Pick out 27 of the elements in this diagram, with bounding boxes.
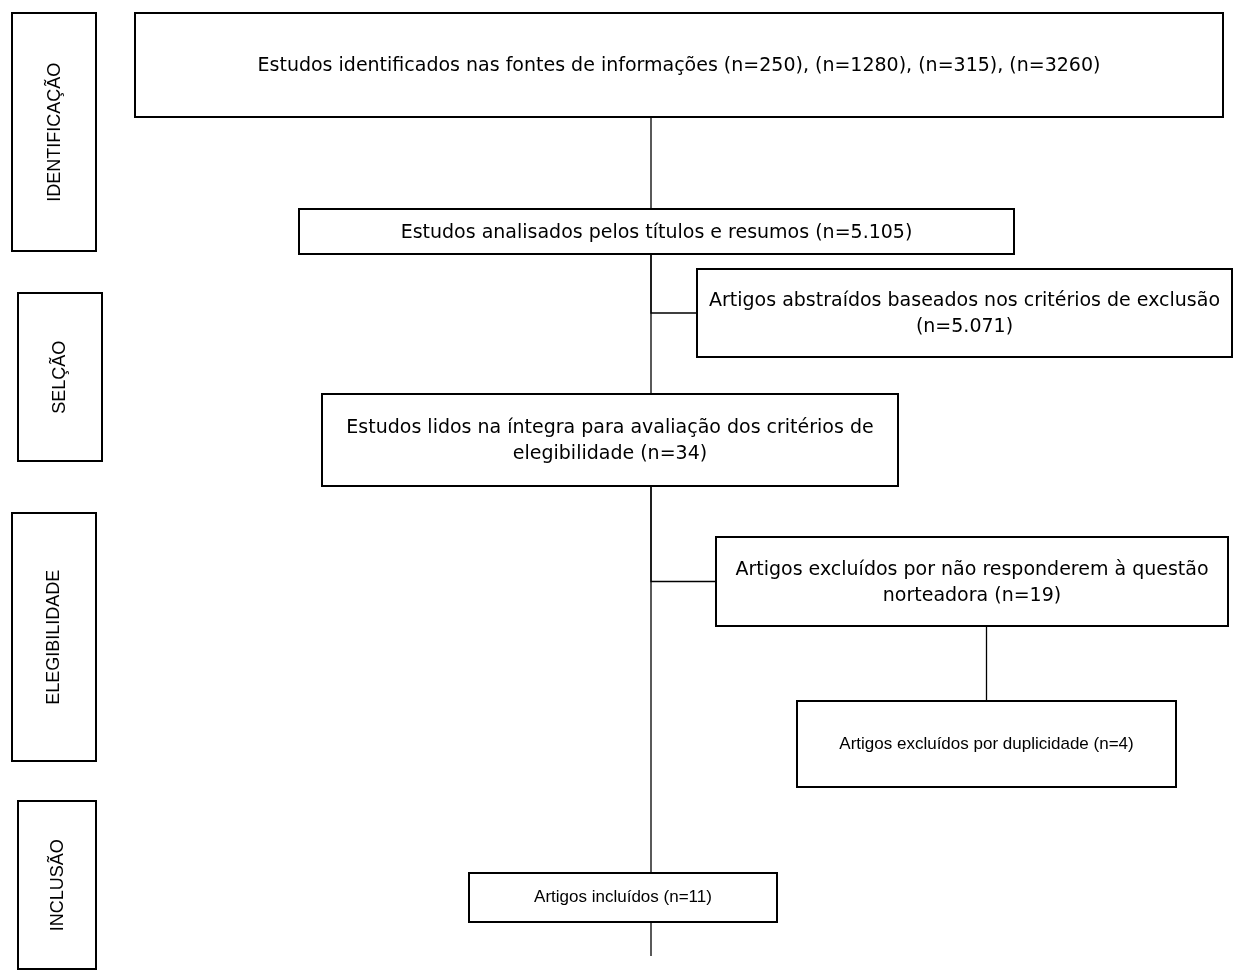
process-box (796, 700, 1177, 788)
process-box (134, 12, 1224, 118)
process-box (321, 393, 899, 487)
process-box (298, 208, 1015, 255)
phase-label: IDENTIFICAÇÃO (42, 62, 65, 202)
box-text: Artigos abstraídos baseados nos critérios de exclusão (n=5.071) (708, 287, 1221, 338)
phase-label-box (11, 12, 97, 252)
connector-line (650, 486, 716, 583)
box-text: Artigos excluídos por não responderem à questão norteadora (n=19) (734, 555, 1210, 607)
phase-label: ELEGIBILIDADE (42, 569, 65, 705)
connector-line (650, 254, 697, 314)
phase-label: INCLUSÃO (45, 839, 68, 931)
connector-line (985, 626, 988, 701)
process-box (715, 536, 1229, 627)
box-text: Artigos excluídos por duplicidade (n=4) (839, 732, 1134, 755)
box-text: Estudos lidos na íntegra para avaliação dos critérios de elegibilidade (n=34) (345, 414, 875, 465)
phase-label: SELÇÃO (48, 340, 71, 414)
phase-label-box (11, 512, 97, 762)
box-text: Artigos incluídos (n=11) (534, 886, 712, 909)
process-box (696, 268, 1233, 358)
box-text: Estudos analisados pelos títulos e resumos (n=5.105) (400, 218, 913, 244)
process-box (468, 872, 778, 923)
connector-line (650, 922, 652, 957)
connector-line (650, 117, 652, 209)
box-text: Estudos identificados nas fontes de informações (n=250), (n=1280), (n=315), (n=3260) (257, 52, 1101, 78)
phase-label-box (17, 292, 103, 462)
phase-label-box (17, 800, 97, 970)
